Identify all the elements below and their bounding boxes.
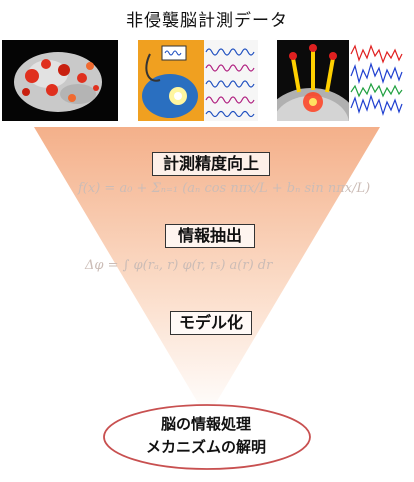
outcome-line-1: 脳の情報処理	[160, 415, 251, 433]
funnel-triangle	[34, 127, 380, 418]
stage-modeling: モデル化	[170, 311, 252, 335]
potential-integral-formula: Δφ = ∫ φ(rₐ, r) φ(r, rₛ) a(r) dr	[85, 258, 273, 273]
eeg-scalp-wave-icon	[277, 40, 412, 121]
ecog-electrode-icon	[138, 40, 258, 121]
eeg-scalp-wave-panel	[277, 40, 412, 121]
fourier-series-formula: f(x) = a₀ + Σₙ₌₁ (aₙ cos nπx/L + bₙ sin …	[78, 181, 371, 196]
stage-information-extraction: 情報抽出	[165, 224, 255, 248]
ecog-electrode-panel	[138, 40, 258, 121]
brain-activation-map-icon	[14, 52, 102, 112]
outcome-text: 脳の情報処理 メカニズムの解明	[106, 405, 306, 467]
stage-measurement-accuracy: 計測精度向上	[152, 152, 270, 176]
outcome-line-2: メカニズムの解明	[145, 438, 266, 456]
outcome-ellipse	[103, 404, 311, 470]
page-title: 非侵襲脳計測データ	[126, 11, 288, 31]
brain-activation-map-panel	[2, 40, 118, 121]
